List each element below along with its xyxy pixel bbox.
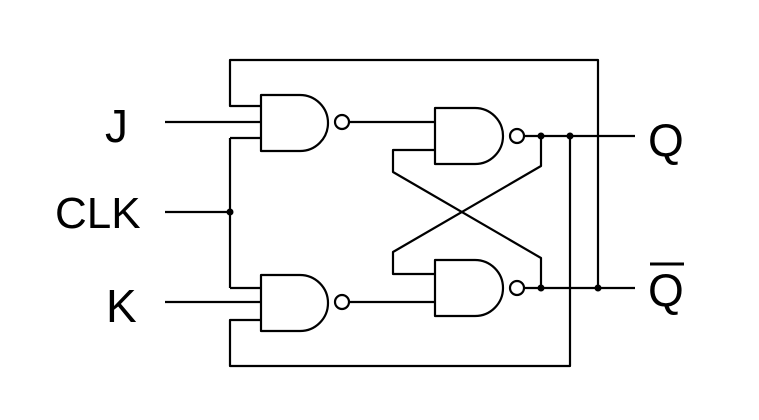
label-j: J — [105, 100, 128, 152]
label-q: Q — [648, 114, 684, 166]
nand-gate-q-bubble — [508, 127, 526, 145]
wire-cross-q-to-qbar-gate — [391, 136, 543, 276]
wire-cross-qbar-to-q-gate — [391, 148, 543, 288]
nand-gate-j — [259, 93, 330, 153]
junction-q-feedback — [566, 132, 574, 140]
label-k: K — [106, 280, 137, 332]
label-clk: CLK — [55, 189, 141, 238]
junction-qbar-feedback — [594, 284, 602, 292]
label-q-bar: Q — [648, 264, 684, 316]
wire-bottom-feedback — [228, 136, 572, 368]
nand-gate-k — [259, 273, 330, 333]
nand-gate-q — [433, 106, 505, 166]
junction-qbar-cross — [537, 284, 545, 292]
nand-gate-j-bubble — [333, 113, 351, 131]
nand-gate-qbar — [433, 258, 505, 318]
junction-q-cross — [537, 132, 545, 140]
nand-gate-k-bubble — [333, 293, 351, 311]
junction-clk — [226, 208, 234, 216]
nand-gate-qbar-bubble — [508, 279, 526, 297]
